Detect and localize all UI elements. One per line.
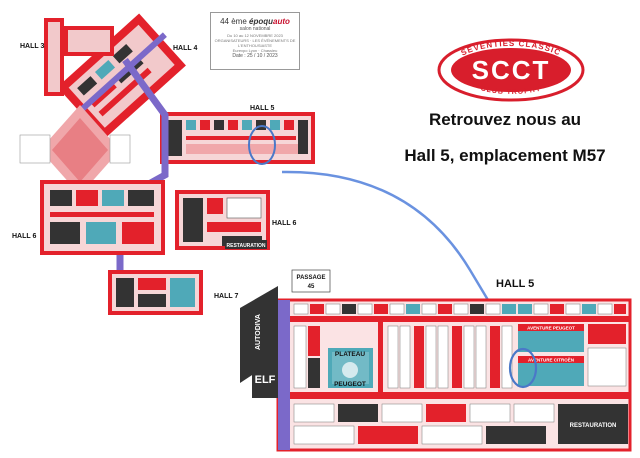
hall-4-block	[57, 13, 186, 140]
event-info-box: 44 ème époquauto salon national Du 10 au…	[210, 12, 300, 70]
aventure-citroen-banner	[518, 356, 584, 363]
detail-plateau-line1: PLATEAU	[335, 351, 366, 358]
event-brand-a: époqu	[249, 17, 274, 26]
elf-block	[252, 358, 278, 398]
hall-7-block	[108, 270, 203, 315]
detail-restauration: RESTAURATION	[570, 423, 617, 429]
detail-booths-middle	[293, 325, 513, 389]
detail-passage-num: 45	[308, 284, 315, 290]
detail-red-aisle-vertical	[378, 322, 383, 392]
detail-booths-top	[293, 303, 626, 315]
scct-logo: SEVENTIES CLASSIC SCCT CLUB TROPHY	[437, 38, 585, 102]
logo-inner-ring	[451, 48, 571, 92]
detail-booths-bottom	[293, 403, 555, 445]
plan-date: Date : 25 / 10 / 2023	[232, 53, 278, 59]
detail-passage: PASSAGE	[297, 275, 326, 281]
event-org-line1: ORGANISATEURS · LES ÉVÉNEMENTS DE L'ENTH…	[214, 38, 296, 48]
hall-5-overview	[160, 112, 315, 164]
overview-label-hall-6-east: HALL 6	[272, 220, 296, 227]
peugeot-lion-icon	[342, 362, 358, 378]
detail-aventure-peugeot: AVENTURE PEUGEOT	[527, 326, 575, 331]
overview-location-circle-icon	[248, 125, 276, 165]
event-edition: 44 ème	[220, 17, 247, 26]
detail-autodiva: AUTODIVA	[255, 314, 262, 350]
central-pavilion	[19, 105, 131, 195]
event-brand-b: auto	[273, 17, 290, 26]
overview-label-hall-3: HALL 3	[20, 43, 44, 50]
detail-aventure-citroen: AVENTURE CITROËN	[528, 357, 574, 363]
event-title: 44 ème époquauto	[211, 17, 299, 26]
event-details: Du 10 au 12 NOVEMBRE 2023 ORGANISATEURS …	[211, 33, 299, 53]
headline-line2: Hall 5, emplacement M57	[404, 146, 606, 165]
overview-label-hall-6-west: HALL 6	[12, 233, 36, 240]
detail-red-aisle-bottom	[290, 392, 630, 399]
hall-5-detail-map: HALL 5 PASSAGE 45 AUTODIVA ELF PLATEAU P…	[240, 269, 632, 452]
event-dates: Du 10 au 12 NOVEMBRE 2023	[227, 33, 283, 38]
hall-3-block	[44, 18, 114, 96]
event-org-line2: Eurexpo Lyon · Chassieu	[232, 48, 278, 53]
event-brand-sub: salon national	[239, 26, 271, 32]
detail-left-aisle	[278, 300, 290, 450]
restauration-block	[558, 404, 628, 444]
hall-6-block	[40, 180, 165, 255]
detail-elf: ELF	[255, 374, 276, 386]
overview-restauration: RESTAURATION	[227, 243, 266, 249]
detail-title: HALL 5	[496, 278, 534, 290]
overview-label-hall-5: HALL 5	[250, 105, 274, 112]
overview-label-hall-4: HALL 4	[173, 45, 197, 52]
headline-line1: Retrouvez nous au	[428, 110, 582, 129]
logo-main-text: SCCT	[472, 55, 551, 85]
detail-location-circle-icon	[508, 347, 538, 389]
overview-label-hall-7: HALL 7	[214, 293, 238, 300]
detail-red-aisle-top	[290, 316, 630, 322]
logo-bottom-text: CLUB TROPHY	[480, 85, 542, 96]
detail-plateau-line2: PEUGEOT	[334, 381, 366, 388]
aventure-peugeot-banner	[518, 324, 584, 331]
